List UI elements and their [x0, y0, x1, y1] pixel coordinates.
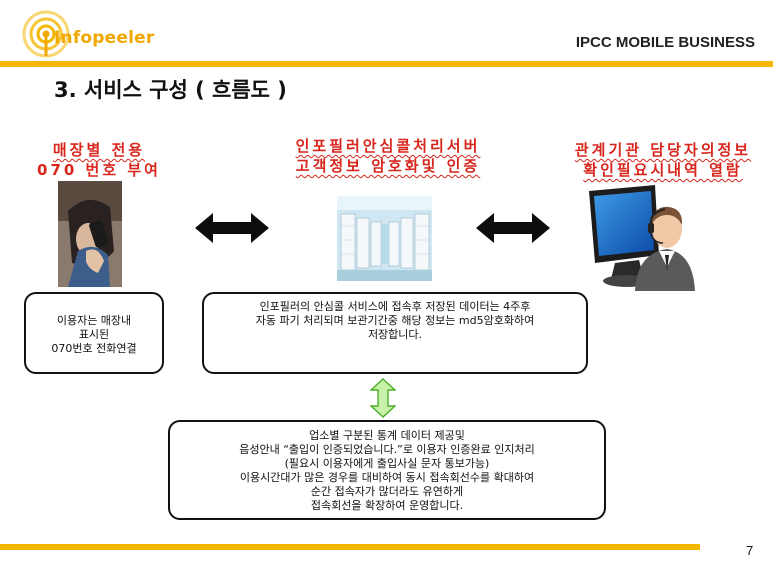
heading-server: 인포필러안심콜처리서버 고객정보 암호화및 인증: [258, 136, 518, 176]
heading-agency: 관계기관 담당자의정보 확인필요시내역 열람: [548, 140, 773, 180]
box-line: (필요시 이용자에게 출입사실 문자 통보가능): [284, 457, 490, 470]
box-line: 자동 파기 처리되며 보관기간중 해당 정보는 md5암호화하여: [255, 314, 535, 327]
box-data-storage: 인포필러의 안심콜 서비스에 접속후 저장된 데이터는 4주후 자동 파기 처리…: [202, 292, 588, 374]
business-label: IPCC MOBILE BUSINESS: [575, 34, 755, 51]
box-line: 접속회선을 확장하여 운영합니다.: [310, 499, 464, 512]
box-line: 저장합니다.: [367, 328, 423, 341]
page-number: 7: [746, 543, 754, 558]
heading-line: 인포필러안심콜처리서버: [295, 137, 481, 155]
double-arrow-horizontal-icon: [476, 213, 550, 243]
box-line: 070번호 전화연결: [51, 342, 137, 355]
heading-line: 070 번호 부여: [37, 161, 161, 179]
agent-headset-image: [589, 185, 695, 291]
heading-line: 고객정보 암호화및 인증: [295, 157, 481, 175]
box-line: 인포필러의 안심콜 서비스에 접속후 저장된 데이터는 4주후: [259, 300, 531, 313]
page-title: 3. 서비스 구성 ( 흐름도 ): [54, 78, 287, 102]
double-arrow-vertical-icon: [370, 378, 396, 418]
box-statistics: 업소별 구분된 통계 데이터 제공및 음성안내 “출입이 인증되었습니다.”로 …: [168, 420, 606, 520]
header-accent-bar: [0, 61, 773, 67]
box-line: 이용자는 매장내: [56, 314, 132, 327]
heading-store-number: 매장별 전용 070 번호 부여: [14, 140, 184, 180]
box-line: 음성안내 “출입이 인증되었습니다.”로 이용자 인증완료 인지처리: [239, 443, 535, 456]
double-arrow-horizontal-icon: [195, 213, 269, 243]
footer-accent-bar: [0, 544, 700, 550]
heading-line: 관계기관 담당자의정보: [574, 141, 752, 159]
logo-text: Infopeeler: [54, 28, 155, 48]
heading-line: 매장별 전용: [52, 141, 146, 159]
antenna-logo-icon: [22, 10, 70, 58]
box-line: 순간 접속자가 많더라도 유연하게: [310, 485, 464, 498]
box-line: 업소별 구분된 통계 데이터 제공및: [309, 429, 465, 442]
box-line: 표시된: [78, 328, 110, 341]
box-line: 이용시간대가 많은 경우를 대비하여 동시 접속회선수를 확대하여: [239, 471, 535, 484]
phone-user-image: [58, 181, 122, 287]
server-room-image: [337, 196, 432, 281]
box-user-call: 이용자는 매장내 표시된 070번호 전화연결: [24, 292, 164, 374]
heading-line: 확인필요시내역 열람: [583, 161, 743, 179]
